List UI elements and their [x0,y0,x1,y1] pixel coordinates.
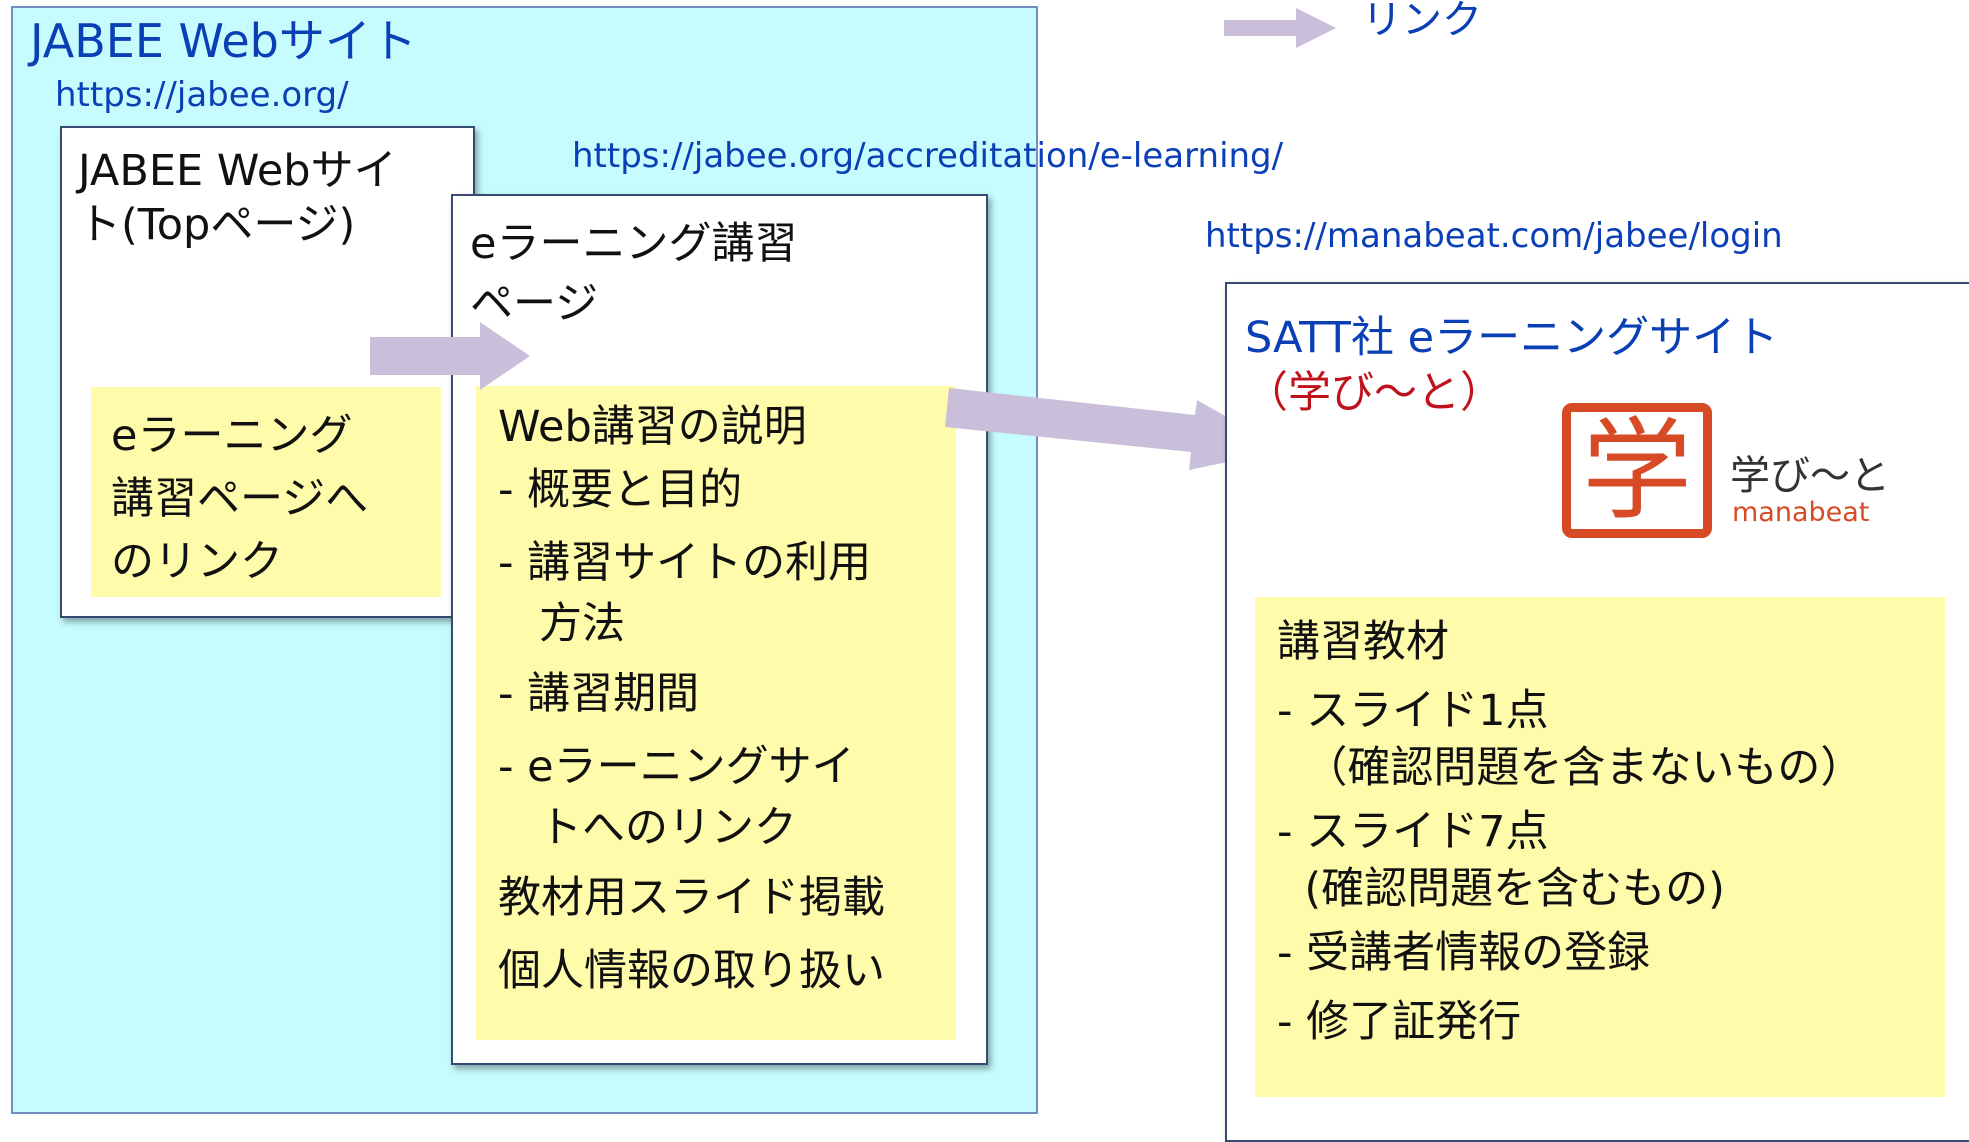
satt-site-title: SATT社 eラーニングサイト [1245,313,1779,363]
manabeat-logo: 学 学び～と manabeat [1562,403,1902,543]
logo-jp-text: 学び～と [1730,453,1890,499]
satt-site-url[interactable]: https://manabeat.com/jabee/login [1205,216,1783,256]
satt-note-line: (確認問題を含むもの) [1277,864,1725,914]
elearning-note-line: - 講習期間 [498,669,700,719]
jabee-website-title: JABEE Webサイト [30,14,417,68]
elearning-note-line: Web講習の説明 [498,402,807,452]
satt-note-line: 講習教材 [1277,617,1449,667]
top-page-note-line: のリンク [111,537,283,587]
satt-note-line: - スライド1点 [1277,686,1549,736]
elearning-note-line: トへのリンク [498,803,798,853]
logo-en-text: manabeat [1732,497,1870,528]
legend-label: リンク [1362,0,1482,43]
link-arrow-icon [945,388,1285,470]
legend-arrow-icon [1224,8,1336,48]
elearning-page-url[interactable]: https://jabee.org/accreditation/e-learni… [572,136,1284,176]
top-page-link-note: eラーニング 講習ページへ のリンク [91,387,441,597]
link-arrow-icon [370,322,530,390]
elearning-page-note: Web講習の説明 - 概要と目的 - 講習サイトの利用 方法 - 講習期間 - … [476,386,956,1040]
elearning-note-line: 教材用スライド掲載 [498,873,885,923]
elearning-note-line: - 概要と目的 [498,465,743,515]
manabeat-logo-mark: 学 [1562,403,1712,538]
elearning-note-line: 個人情報の取り扱い [498,946,885,996]
elearning-page-title: eラーニング講習 ページ [470,219,798,329]
elearning-note-line: - 講習サイトの利用 [498,538,872,588]
satt-note-line: （確認問題を含まないもの） [1277,743,1864,793]
elearning-note-line: - eラーニングサイ [498,742,855,792]
elearning-note-line: 方法 [498,599,626,649]
top-page-note-line: 講習ページへ [111,474,369,524]
satt-note-line: - 受講者情報の登録 [1277,928,1651,978]
top-page-title: JABEE Webサイ ト(Topページ) [78,146,397,250]
satt-note-line: - スライド7点 [1277,807,1549,857]
jabee-website-url[interactable]: https://jabee.org/ [55,75,349,115]
satt-note-line: - 修了証発行 [1277,997,1522,1047]
top-page-note-line: eラーニング [111,411,353,461]
satt-site-subtitle: （学び～と） [1245,368,1503,418]
satt-materials-note: 講習教材 - スライド1点 （確認問題を含まないもの） - スライド7点 (確認… [1255,597,1945,1097]
logo-kanji: 学 [1582,406,1692,535]
